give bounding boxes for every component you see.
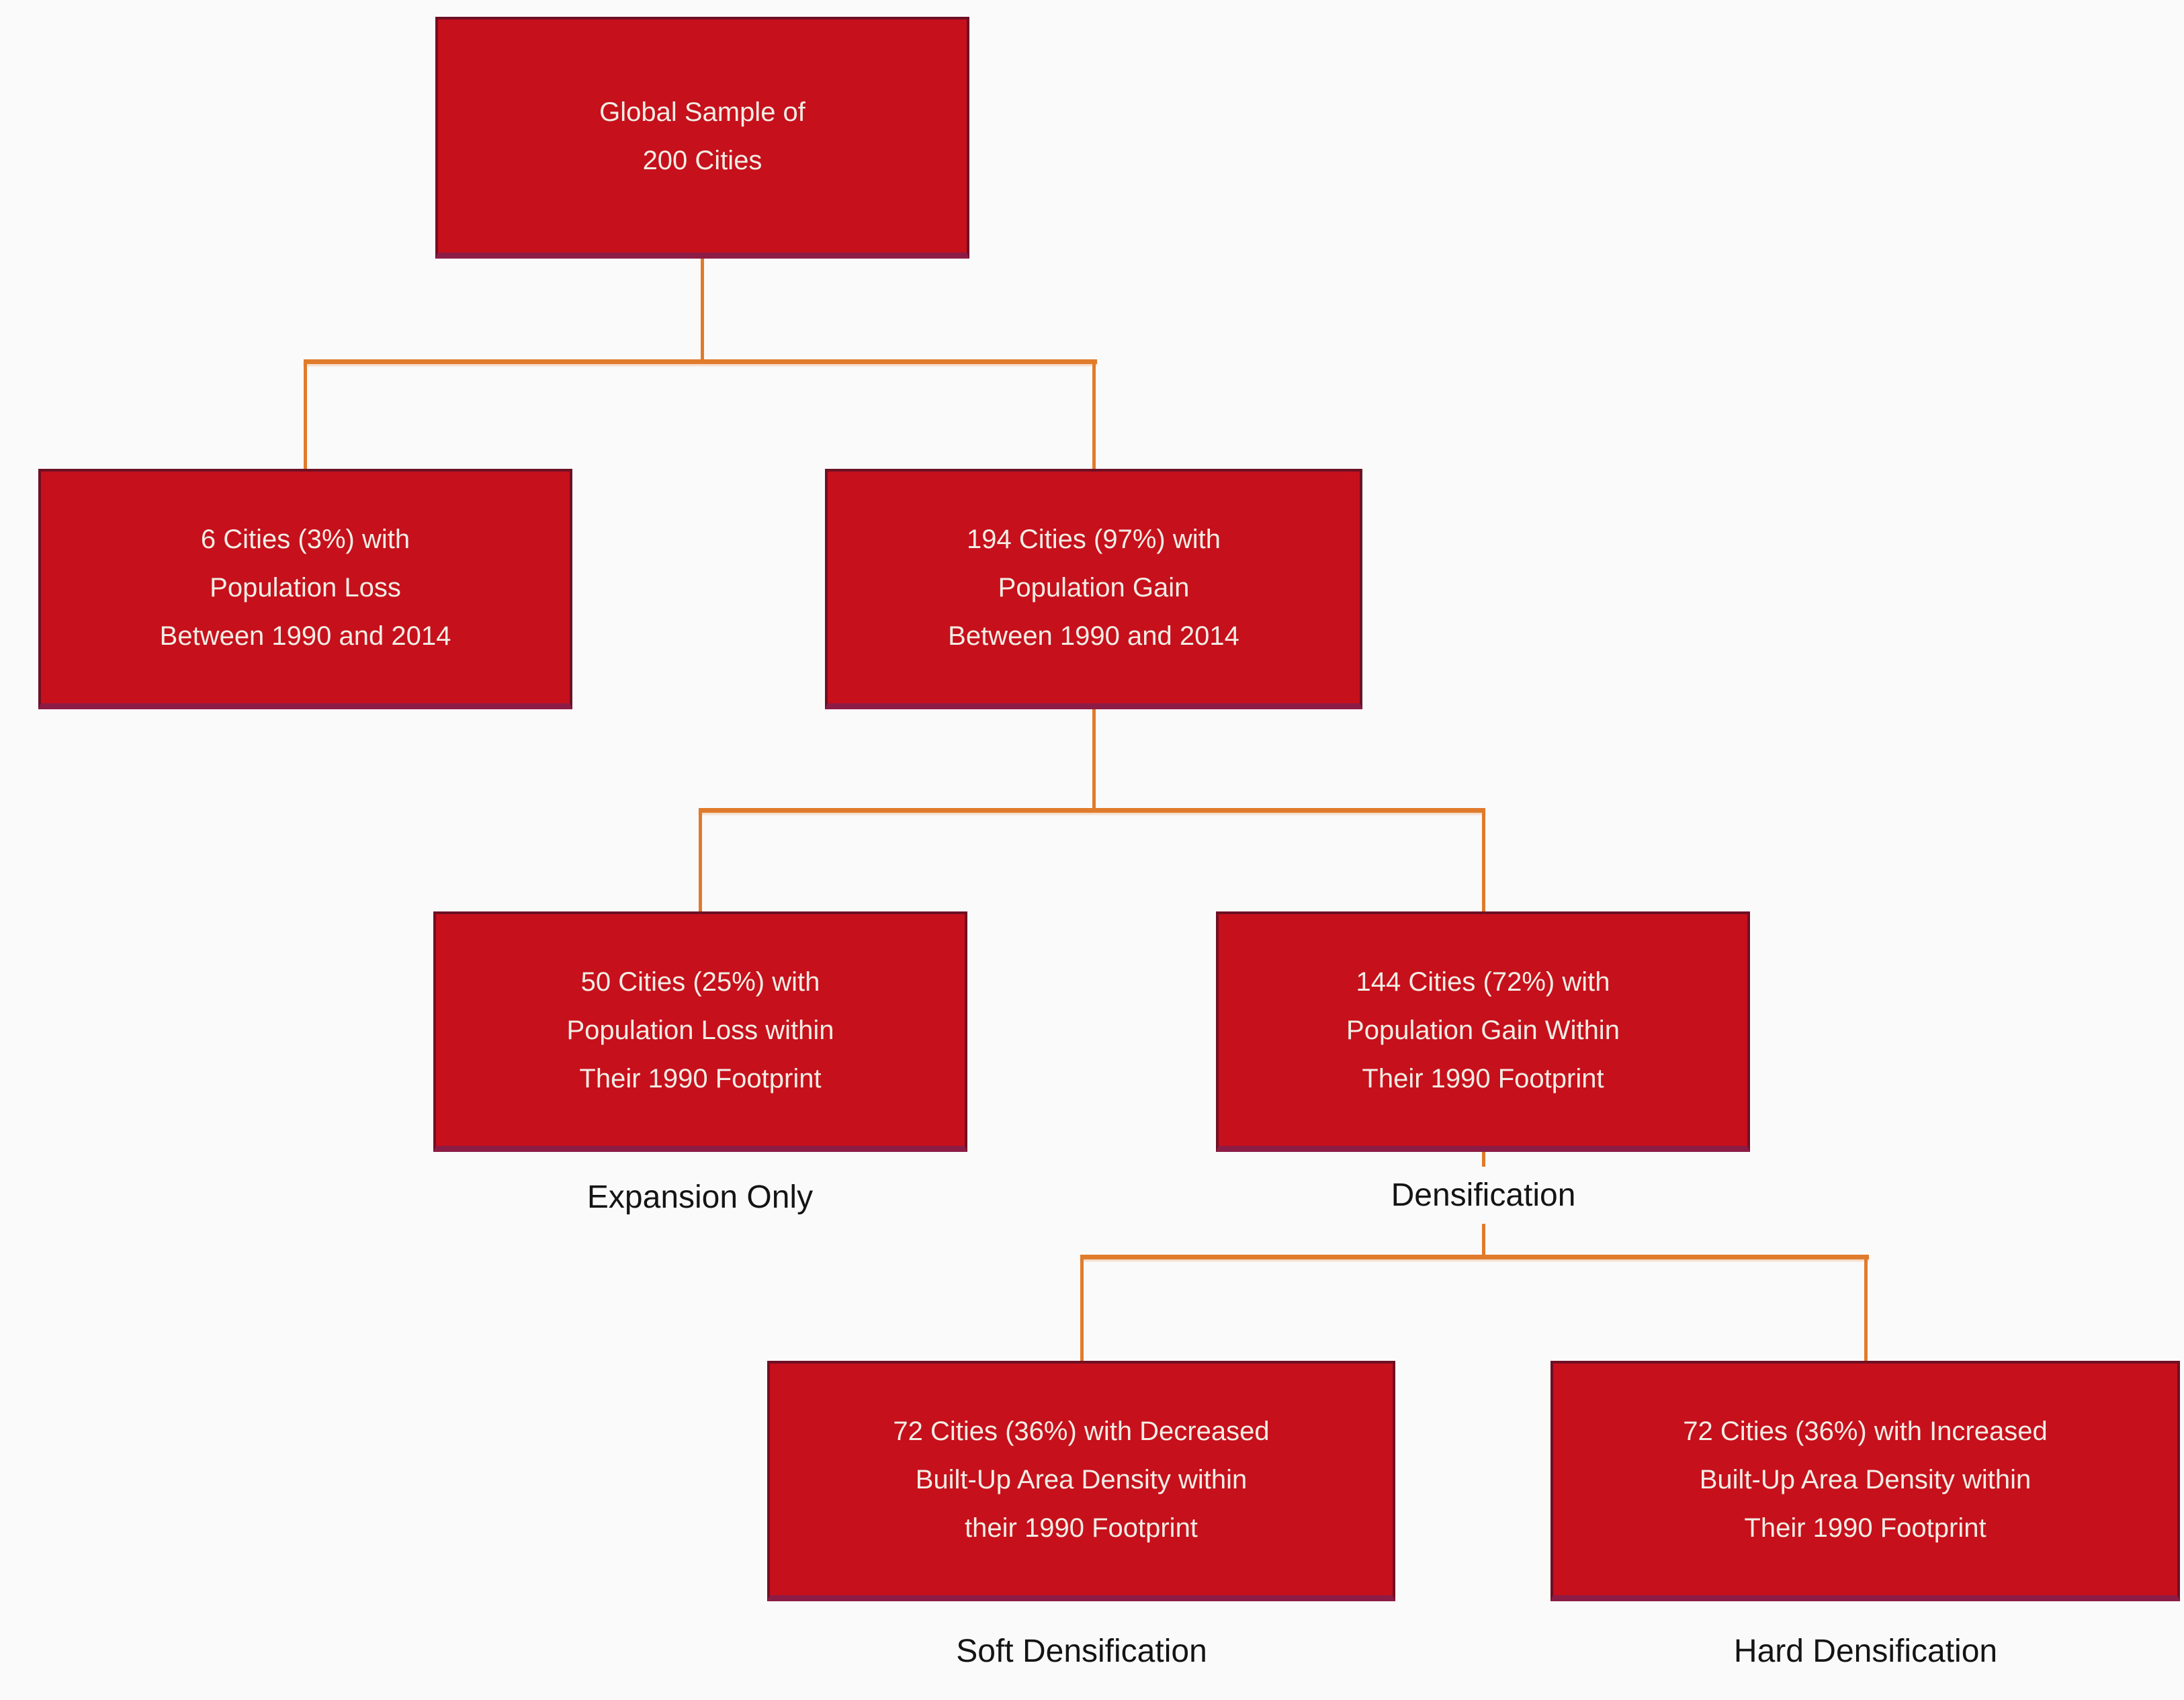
label-soft-densification: Soft Densification — [956, 1633, 1207, 1669]
node-population-gain: 194 Cities (97%) with Population Gain Be… — [825, 469, 1362, 709]
connector-drop-expansion-only — [699, 811, 702, 911]
node-population-gain-text: 194 Cities (97%) with Population Gain Be… — [948, 524, 1239, 651]
node-hard-densification-text: 72 Cities (36%) with Increased Built-Up … — [1683, 1416, 2048, 1543]
node-population-loss: 6 Cities (3%) with Population Loss Betwe… — [38, 469, 572, 709]
node-soft-densification-text: 72 Cities (36%) with Decreased Built-Up … — [893, 1416, 1270, 1543]
label-hard-densification: Hard Densification — [1733, 1633, 1998, 1669]
label-expansion-only: Expansion Only — [586, 1179, 814, 1215]
label-densification: Densification — [1282, 1167, 1685, 1224]
node-soft-densification: 72 Cities (36%) with Decreased Built-Up … — [767, 1361, 1395, 1601]
connector-drop-population-loss — [304, 363, 307, 469]
connector-drop-soft-densification — [1080, 1258, 1084, 1361]
node-densification-text: 144 Cities (72%) with Population Gain Wi… — [1346, 967, 1620, 1093]
connector-drop-densification — [1482, 811, 1485, 911]
connector-drop-hard-densification — [1864, 1258, 1868, 1361]
connector-drop-population-gain — [1092, 363, 1096, 469]
node-expansion-only-text: 50 Cities (25%) with Population Loss wit… — [566, 967, 834, 1093]
connector-densification-crossbar — [1080, 1255, 1869, 1259]
node-global-sample: Global Sample of 200 Cities — [435, 17, 969, 259]
node-expansion-only: 50 Cities (25%) with Population Loss wit… — [433, 911, 967, 1152]
node-densification: 144 Cities (72%) with Population Gain Wi… — [1216, 911, 1750, 1152]
connector-gain-crossbar — [699, 808, 1485, 813]
connector-root-stem — [701, 259, 704, 361]
node-hard-densification: 72 Cities (36%) with Increased Built-Up … — [1550, 1361, 2180, 1601]
node-population-loss-text: 6 Cities (3%) with Population Loss Betwe… — [159, 524, 451, 651]
connector-root-crossbar — [304, 359, 1097, 364]
connector-gain-stem — [1092, 709, 1096, 810]
node-global-sample-text: Global Sample of 200 Cities — [599, 97, 805, 175]
